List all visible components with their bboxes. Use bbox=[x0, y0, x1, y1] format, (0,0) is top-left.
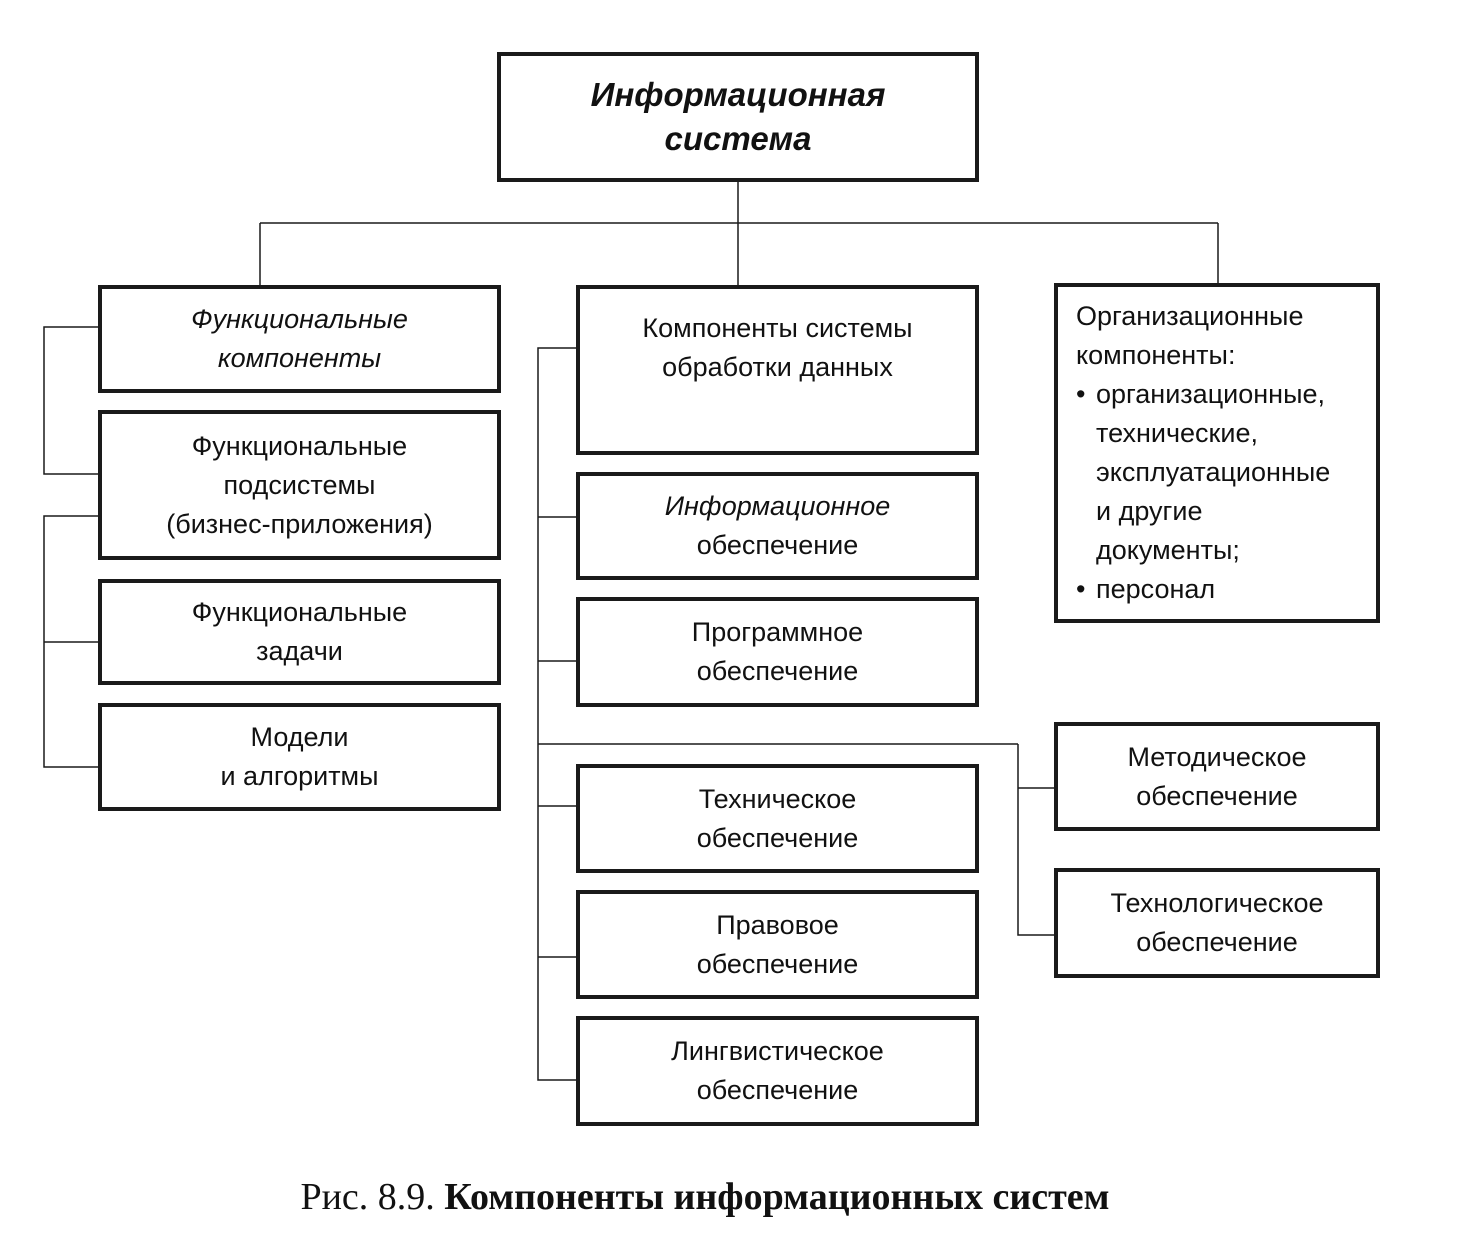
box-line: Правовое bbox=[716, 909, 839, 940]
bullet-continuation: и другие bbox=[1096, 496, 1203, 526]
box-line: компоненты bbox=[217, 343, 382, 373]
box-line: обеспечение bbox=[696, 530, 859, 560]
bullet-item: • организационные, bbox=[1076, 375, 1330, 414]
functional-tasks-box: Функциональные задачи bbox=[98, 579, 501, 685]
technical-support-box: Техническое обеспечение bbox=[576, 764, 979, 873]
models-algorithms-box: Модели и алгоритмы bbox=[98, 703, 501, 811]
box-line: Техническое bbox=[698, 783, 857, 814]
data-processing-connector bbox=[537, 347, 1018, 1081]
bullet-item: • персонал bbox=[1076, 570, 1330, 609]
figure-title: Компоненты информационных систем bbox=[444, 1176, 1110, 1218]
functional-connector-upper bbox=[43, 326, 100, 475]
box-line: Модели bbox=[250, 722, 349, 752]
methodical-connector bbox=[1017, 744, 1056, 936]
information-system-box: Информационная система bbox=[497, 52, 979, 182]
box-line: обработки данных bbox=[662, 352, 893, 382]
functional-subsystems-box: Функциональные подсистемы (бизнес-прилож… bbox=[98, 410, 501, 560]
bullet-text: организационные, bbox=[1096, 379, 1325, 409]
box-line: Лингвистическое bbox=[671, 1036, 884, 1066]
bullet-text: персонал bbox=[1096, 574, 1216, 604]
box-line: обеспечение bbox=[696, 1075, 859, 1105]
box-line: компоненты: bbox=[1076, 340, 1236, 370]
box-line: обеспечение bbox=[696, 656, 859, 686]
technological-support-box: Технологическое обеспечение bbox=[1054, 868, 1380, 978]
legal-support-box: Правовое обеспечение bbox=[576, 890, 979, 999]
linguistic-support-box: Лингвистическое обеспечение bbox=[576, 1016, 979, 1126]
box-line: Методическое bbox=[1127, 741, 1307, 772]
box-line: и алгоритмы bbox=[220, 761, 379, 791]
functional-connector-lower bbox=[43, 515, 100, 768]
box-line: обеспечение bbox=[1136, 927, 1298, 957]
data-processing-components-box: Компоненты системы обработки данных bbox=[576, 285, 979, 455]
box-line: обеспечение bbox=[696, 822, 859, 853]
bullet-continuation: эксплуатационные bbox=[1096, 457, 1331, 487]
box-line: Программное bbox=[691, 617, 864, 647]
box-line: обеспечение bbox=[1136, 780, 1298, 811]
bullet-icon: • bbox=[1076, 379, 1086, 409]
box-line: Компоненты системы bbox=[642, 313, 913, 343]
box-line: обеспечение bbox=[696, 948, 859, 979]
box-line: Функциональные bbox=[191, 430, 408, 461]
box-line: Функциональные bbox=[191, 304, 408, 334]
root-line: Информационная bbox=[590, 76, 886, 113]
box-line: (бизнес-приложения) bbox=[166, 508, 433, 539]
box-line: Организационные bbox=[1076, 301, 1304, 331]
bullet-continuation: документы; bbox=[1096, 535, 1240, 565]
functional-components-box: Функциональные компоненты bbox=[98, 285, 501, 393]
organizational-components-box: Организационные компоненты: • организаци… bbox=[1054, 283, 1380, 623]
figure-label: Рис. 8.9. bbox=[300, 1176, 435, 1218]
information-support-box: Информационное обеспечение bbox=[576, 472, 979, 580]
box-line: Технологическое bbox=[1110, 888, 1324, 918]
methodical-support-box: Методическое обеспечение bbox=[1054, 722, 1380, 831]
box-line: задачи bbox=[256, 636, 343, 666]
bullet-continuation: технические, bbox=[1096, 418, 1258, 448]
software-support-box: Программное обеспечение bbox=[576, 597, 979, 707]
root-connector bbox=[259, 180, 1219, 286]
box-line: Функциональные bbox=[191, 597, 408, 627]
bullet-icon: • bbox=[1076, 574, 1086, 604]
root-line: система bbox=[664, 120, 812, 157]
box-line: подсистемы bbox=[223, 469, 376, 500]
box-line: Информационное bbox=[664, 491, 891, 521]
figure-caption: Рис. 8.9. Компоненты информационных сист… bbox=[0, 1172, 1410, 1222]
